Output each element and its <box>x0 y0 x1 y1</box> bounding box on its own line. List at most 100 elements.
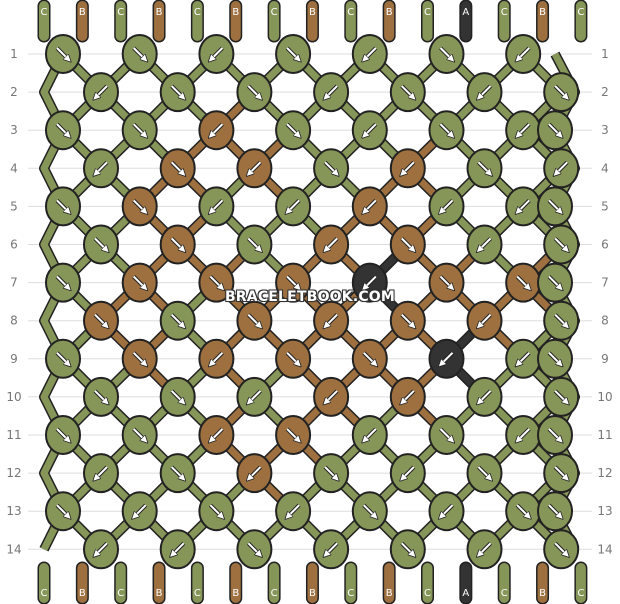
knot-arrow-icon <box>554 542 567 555</box>
knot <box>121 415 158 455</box>
knot <box>537 186 573 227</box>
row-number-left: 1 <box>10 47 18 61</box>
knot <box>543 224 580 265</box>
knot <box>121 34 158 74</box>
knot-arrow-icon <box>132 275 146 289</box>
knot-arrow-icon <box>441 352 454 365</box>
knot <box>45 110 81 151</box>
knot-arrow-icon <box>548 352 561 365</box>
top-strand-letter: C <box>194 7 201 18</box>
knot <box>45 338 81 379</box>
knot <box>505 110 542 151</box>
knot <box>543 376 580 417</box>
knot-arrow-icon <box>170 85 184 98</box>
knot-arrow-icon <box>132 123 146 136</box>
knot <box>275 186 312 227</box>
knot-arrow-icon <box>134 504 147 517</box>
knot-arrow-icon <box>170 313 184 327</box>
knot <box>505 186 542 227</box>
knot-grid <box>45 34 580 570</box>
knot <box>83 300 119 341</box>
knot <box>275 110 312 151</box>
knot-arrow-icon <box>170 466 184 479</box>
row-number-right: 12 <box>597 466 612 480</box>
knot-arrow-icon <box>94 237 107 251</box>
knot <box>543 148 580 189</box>
knot <box>351 415 388 455</box>
knot-arrow-icon <box>548 199 561 212</box>
knot <box>275 262 312 303</box>
row-number-right: 13 <box>597 504 612 518</box>
row-number-right: 5 <box>601 199 609 213</box>
knot <box>543 529 580 570</box>
knot <box>313 529 350 570</box>
knot-arrow-icon <box>517 123 530 136</box>
knot <box>466 148 503 189</box>
knot-arrow-icon <box>439 47 453 60</box>
knot-arrow-icon <box>364 275 377 289</box>
knot-arrow-icon <box>401 313 414 327</box>
knot-arrow-icon <box>287 504 300 517</box>
row-number-right: 3 <box>601 123 609 137</box>
knot-arrow-icon <box>56 275 69 289</box>
bottom-strand-letter: C <box>194 588 201 599</box>
knot <box>537 338 573 379</box>
knot-arrow-icon <box>516 504 529 517</box>
top-strand-letter: B <box>386 7 393 18</box>
knot <box>121 110 158 151</box>
knot <box>428 338 465 379</box>
knot <box>45 34 81 74</box>
knot-arrow-icon <box>401 542 414 555</box>
bottom-strand-letter: C <box>117 588 124 599</box>
row-number-left: 14 <box>6 542 21 556</box>
knot-arrow-icon <box>287 199 300 212</box>
knot-arrow-icon <box>132 47 146 60</box>
knot-arrow-icon <box>364 47 377 60</box>
bottom-strand-letter: C <box>577 588 584 599</box>
knot-arrow-icon <box>247 542 260 555</box>
knot <box>275 415 312 455</box>
knot-arrow-icon <box>363 504 376 517</box>
knot <box>275 34 312 74</box>
knot <box>389 148 426 189</box>
knot-arrow-icon <box>247 85 260 98</box>
knot-arrow-icon <box>209 504 222 517</box>
row-number-right: 14 <box>597 542 612 556</box>
knot-arrow-icon <box>95 542 108 555</box>
knot <box>466 224 503 265</box>
row-number-right: 7 <box>601 276 609 290</box>
knot <box>198 338 235 379</box>
row-number-left: 2 <box>10 85 18 99</box>
row-number-right: 8 <box>601 314 609 328</box>
knot-arrow-icon <box>402 161 415 174</box>
knot <box>537 491 573 532</box>
knot-arrow-icon <box>402 466 415 479</box>
row-number-left: 9 <box>10 352 18 366</box>
bottom-strand-letter: C <box>501 588 508 599</box>
knot <box>505 34 542 74</box>
bottom-strand-letter: C <box>424 588 431 599</box>
knot <box>389 529 426 570</box>
top-strand-letter: C <box>501 7 508 18</box>
row-number-right: 1 <box>601 47 609 61</box>
knot-arrow-icon <box>132 428 146 441</box>
row-number-right: 6 <box>601 238 609 252</box>
knot-arrow-icon <box>439 275 453 289</box>
knot <box>543 453 580 494</box>
knot <box>313 72 350 113</box>
row-number-right: 4 <box>601 161 609 175</box>
knot <box>83 224 119 265</box>
knot <box>505 338 542 379</box>
knot-arrow-icon <box>477 161 491 174</box>
knot <box>236 376 273 417</box>
knot-arrow-icon <box>402 390 415 403</box>
bottom-strand-letter: B <box>309 588 316 599</box>
knot-arrow-icon <box>479 390 492 403</box>
knot-arrow-icon <box>56 123 69 136</box>
knot-arrow-icon <box>479 542 492 555</box>
knot <box>159 453 196 494</box>
knot-arrow-icon <box>170 161 184 174</box>
knot <box>466 529 503 570</box>
